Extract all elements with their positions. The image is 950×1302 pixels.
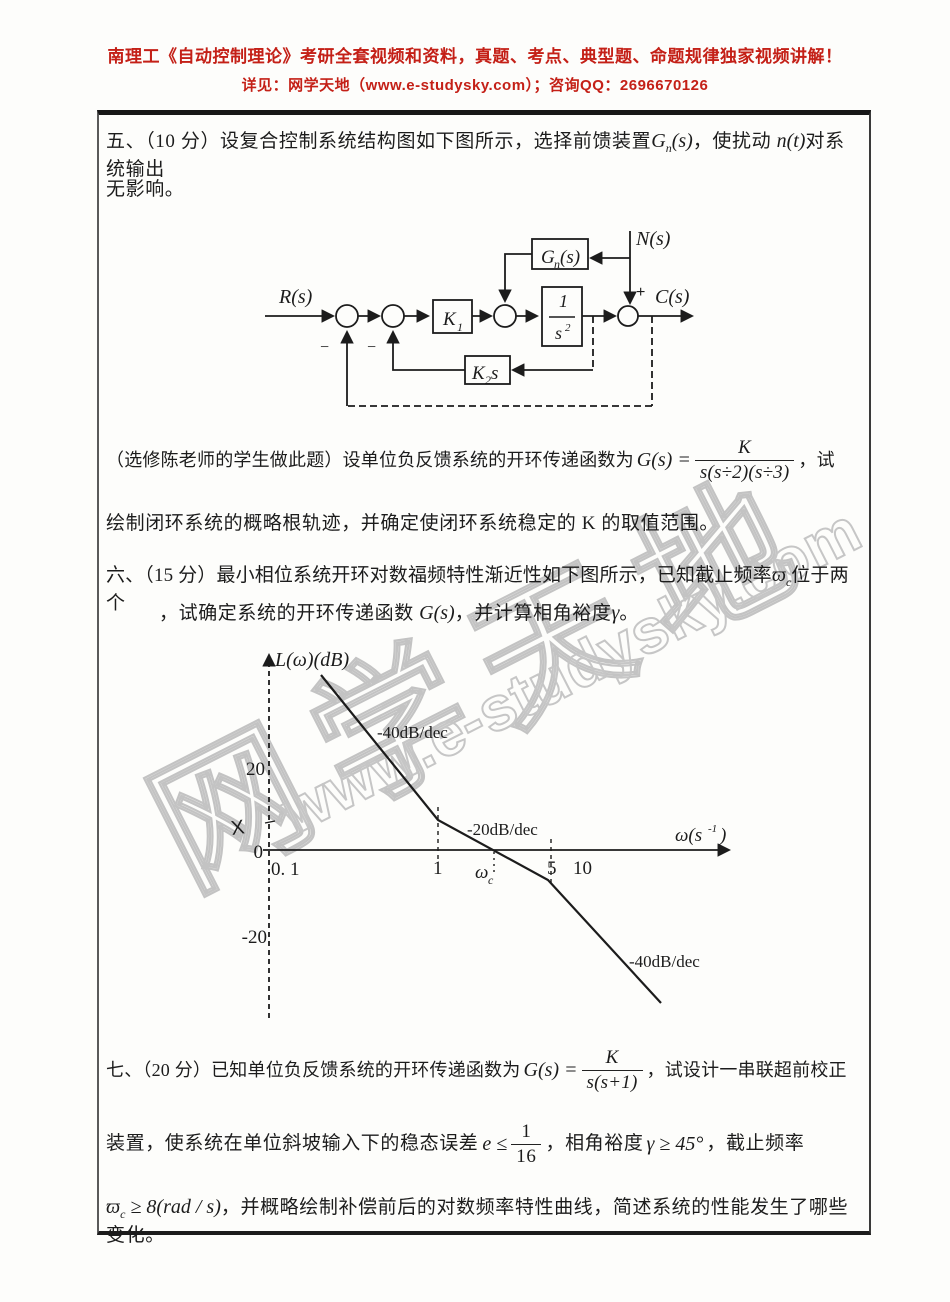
q7-text: 七、（20 分）已知单位负反馈系统的开环传递函数为 (106, 1059, 521, 1080)
q7-text: ，相角裕度 (545, 1133, 644, 1155)
slope-label-3: -40dB/dec (629, 952, 700, 971)
q5-math-nt: n(t) (776, 130, 806, 152)
diagram-labels: R(s) N(s) C(s) + − − K 1 G n (s) 1 s 2 K… (278, 228, 690, 387)
q7-math-gamma: γ ≥ 45° (646, 1133, 704, 1156)
ytick-20: 20 (246, 759, 265, 780)
question-5b-line2: 绘制闭环系统的概略根轨迹，并确定使闭环系统稳定的 K 的取值范围。 (106, 513, 720, 534)
xtick-5: 5 (547, 858, 557, 879)
magnitude-asymptote-curve (320, 674, 662, 1004)
xtick-wc: ω (475, 862, 488, 883)
fraction-numerator: 1 (521, 1121, 532, 1142)
label-gn-sub: n (554, 257, 560, 271)
q7-fraction: K s(s+1) (581, 1047, 643, 1094)
question-5b-line1: （选修陈老师的学生做此题）设单位负反馈系统的开环传递函数为 G(s) = K s… (106, 437, 864, 484)
q6-text: ，试确定系统的开环传递函数 (159, 603, 420, 624)
fraction-denominator: 16 (511, 1143, 542, 1168)
label-ns: N(s) (635, 228, 671, 250)
block-diagram: R(s) N(s) C(s) + − − K 1 G n (s) 1 s 2 K… (265, 228, 695, 407)
label-integrator-num: 1 (559, 291, 568, 311)
q5-text: ，使扰动 (692, 131, 777, 152)
xtick-0p1: 0. 1 (271, 859, 300, 880)
q5-text: 对系统输出 (106, 131, 845, 180)
diagram-wires (265, 231, 695, 407)
fraction-denominator: s(s÷2)(s÷3) (694, 459, 795, 484)
sum-junction-2 (381, 304, 405, 328)
question-7-line3: ϖc ≥ 8(rad / s)，并概略绘制补偿前后的对数频率特性曲线，简述系统的… (106, 1193, 864, 1249)
q7-math-wc: ϖc ≥ 8(rad / s) (106, 1196, 221, 1221)
question-5-line2: 无影响。 (106, 179, 185, 200)
q7-math-e: e ≤ (482, 1133, 508, 1156)
label-cs: C(s) (655, 286, 690, 308)
q7-text: ，并概略绘制补偿前后的对数频率特性曲线，简述系统的性能发生了哪些变化。 (106, 1197, 849, 1246)
exam-page-frame: 五、（10 分）设复合控制系统结构图如下图所示，选择前馈装置Gn(s)，使扰动 … (97, 110, 871, 1246)
fraction-denominator: s(s+1) (581, 1069, 643, 1094)
slope-label-2: -20dB/dec (467, 820, 538, 839)
minus-sign-inner: − (367, 339, 376, 356)
xtick-10: 10 (573, 858, 592, 879)
q5b-math-gs: G(s) = (636, 449, 691, 472)
q7-text: ，试设计一串联超前校正 (646, 1059, 847, 1080)
q7-error-fraction: 1 16 (511, 1121, 542, 1168)
slope-label-1: -40dB/dec (377, 723, 448, 742)
q7-text: ，截止频率 (706, 1133, 805, 1155)
sum-junction-3 (493, 304, 517, 328)
fraction-numerator: K (738, 437, 752, 458)
pencil-tick (264, 820, 276, 824)
fraction-numerator: K (605, 1047, 619, 1068)
sum-junction-1 (335, 304, 359, 328)
q6-math-gamma: γ (611, 602, 620, 624)
y-axis-label: L(ω)(dB) (274, 649, 349, 671)
question-7-line2: 装置，使系统在单位斜坡输入下的稳态误差 e ≤ 1 16 ，相角裕度 γ ≥ 4… (106, 1121, 864, 1168)
q5-text: 五、（10 分）设复合控制系统结构图如下图所示，选择前馈装置 (106, 131, 652, 152)
question-7-line1: 七、（20 分）已知单位负反馈系统的开环传递函数为 G(s) = K s(s+1… (106, 1047, 864, 1094)
label-k1-sub: 1 (457, 320, 463, 334)
q6-math-gs: G(s) (419, 602, 455, 624)
q6-text: 位于两个 (106, 565, 849, 614)
minus-sign-outer: − (320, 339, 329, 356)
q5b-text: ，试 (798, 449, 835, 470)
label-k2-sub: 2 (485, 373, 491, 387)
question-6-line2: ，试确定系统的开环传递函数 G(s)，并计算相角裕度γ。 (159, 599, 639, 628)
q7-math-gs: G(s) = (523, 1059, 578, 1082)
ytick-neg20: -20 (242, 927, 267, 948)
plus-sign: + (636, 284, 645, 301)
label-integrator-s: s (555, 323, 562, 343)
x-axis-label-close: ) (719, 825, 726, 846)
label-integrator-exp: 2 (565, 322, 571, 334)
q6-text: ，并计算相角裕度 (454, 603, 612, 624)
label-k2: K (471, 363, 486, 384)
label-k1: K (442, 309, 457, 330)
question-6-line1: 六、（15 分）最小相位系统开环对数福频特性渐近性如下图所示，已知截止频率ϖc位… (106, 561, 866, 617)
sum-junction-4 (617, 305, 639, 327)
ytick-0: 0 (254, 842, 264, 863)
q5b-text: （选修陈老师的学生做此题）设单位负反馈系统的开环传递函数为 (106, 449, 634, 470)
xtick-1: 1 (433, 858, 443, 879)
label-gn-g: G (541, 247, 555, 268)
pencil-x-mark: X (230, 816, 246, 840)
q6-math-wc: ϖc (771, 564, 792, 589)
xtick-wc-sub: c (488, 873, 494, 887)
x-axis-label: ω(s (675, 825, 702, 846)
q5-math-gn: Gn(s) (651, 130, 693, 155)
question-5-line1: 五、（10 分）设复合控制系统结构图如下图所示，选择前馈装置Gn(s)，使扰动 … (106, 127, 862, 183)
label-rs: R(s) (278, 286, 313, 308)
label-gn-s: (s) (560, 247, 580, 268)
header-promo-line1: 南理工《自动控制理论》考研全套视频和资料，真题、考点、典型题、命题规律独家视频讲… (107, 47, 843, 66)
bode-labels: L(ω)(dB) 20 0 -20 X 0. 1 1 ω c 5 10 ω(s … (230, 649, 727, 971)
q6-text: 六、（15 分）最小相位系统开环对数福频特性渐近性如下图所示，已知截止频率 (106, 565, 772, 586)
q7-text: 装置，使系统在单位斜坡输入下的稳态误差 (106, 1133, 479, 1155)
x-axis-label-sup: -1 (708, 823, 717, 835)
q6-text: 。 (619, 603, 640, 624)
label-k2-s: s (491, 363, 498, 384)
bode-plot: L(ω)(dB) 20 0 -20 X 0. 1 1 ω c 5 10 ω(s … (230, 649, 732, 1018)
header-promo-line2: 详见：网学天地（www.e-studysky.com）；咨询QQ：2696670… (241, 77, 709, 94)
q5b-fraction: K s(s÷2)(s÷3) (694, 437, 795, 484)
